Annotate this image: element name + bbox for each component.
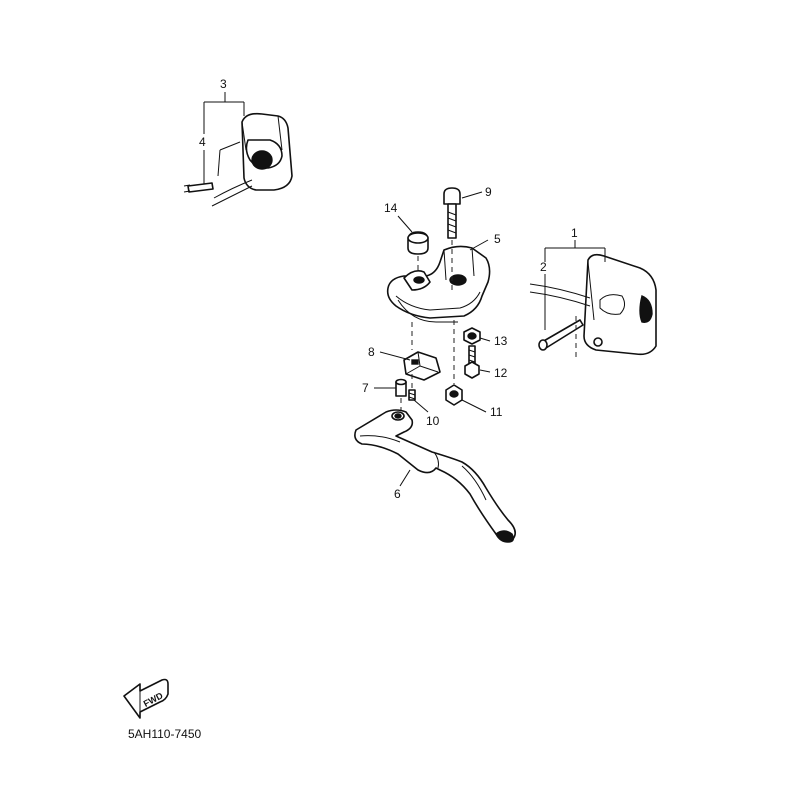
callout-3-leader: [203, 92, 245, 184]
callout-8: 8: [368, 345, 375, 359]
callout-6: 6: [394, 487, 401, 501]
callout-11: 11: [490, 405, 503, 419]
lever-holder: [386, 245, 491, 323]
callout-leaders: [374, 191, 491, 487]
collar-7: [395, 378, 407, 414]
diagram-code: 5AH110-7450: [128, 727, 201, 741]
callout-14: 14: [384, 201, 398, 215]
callout-1-leader: [544, 240, 606, 330]
right-switch-assembly: [529, 253, 657, 360]
switch-bracket-8: [403, 322, 441, 381]
lever-6: [354, 409, 516, 543]
left-switch-assembly: [183, 112, 293, 207]
fwd-arrow-icon: FWD: [123, 678, 169, 719]
nut-13: [463, 327, 481, 345]
callout-10: 10: [426, 414, 440, 428]
screw-10: [408, 374, 416, 401]
callout-13: 13: [494, 334, 508, 348]
callout-7: 7: [362, 381, 369, 395]
callout-2: 2: [540, 260, 547, 274]
callout-3: 3: [220, 77, 227, 91]
bolt-9: [443, 187, 461, 290]
callout-5: 5: [494, 232, 501, 246]
callout-9: 9: [485, 185, 492, 199]
bolt-12: [464, 345, 480, 379]
callout-4: 4: [199, 135, 206, 149]
cap-14: [407, 231, 429, 272]
callout-12: 12: [494, 366, 508, 380]
nut-11: [445, 320, 463, 406]
callout-1: 1: [571, 226, 578, 240]
